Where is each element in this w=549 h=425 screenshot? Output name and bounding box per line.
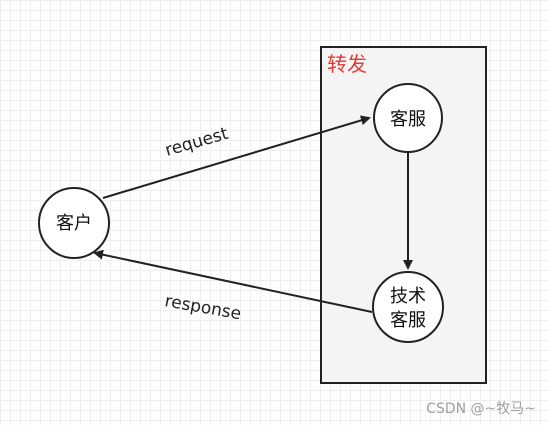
tech-support-node-label-line2: 客服 [390, 310, 426, 331]
client-node[interactable]: 客户 [38, 187, 110, 259]
forwarding-group-label: 转发 [327, 52, 367, 76]
client-node-circle [38, 187, 110, 259]
service-node-label: 客服 [390, 109, 426, 130]
csdn-watermark: CSDN @~牧马~ [426, 401, 536, 417]
service-node[interactable]: 客服 [373, 83, 443, 153]
tech-support-node-circle [372, 271, 444, 343]
request-edge[interactable] [102, 115, 371, 199]
client-node-label: 客户 [56, 213, 92, 234]
service-node-circle [373, 83, 443, 153]
tech-support-node[interactable]: 技术 客服 [372, 271, 444, 343]
response-edge[interactable] [93, 249, 373, 313]
tech-support-node-label-line1: 技术 [390, 286, 426, 307]
request-edge-label: request [163, 124, 231, 161]
response-edge-label: response [163, 291, 243, 324]
